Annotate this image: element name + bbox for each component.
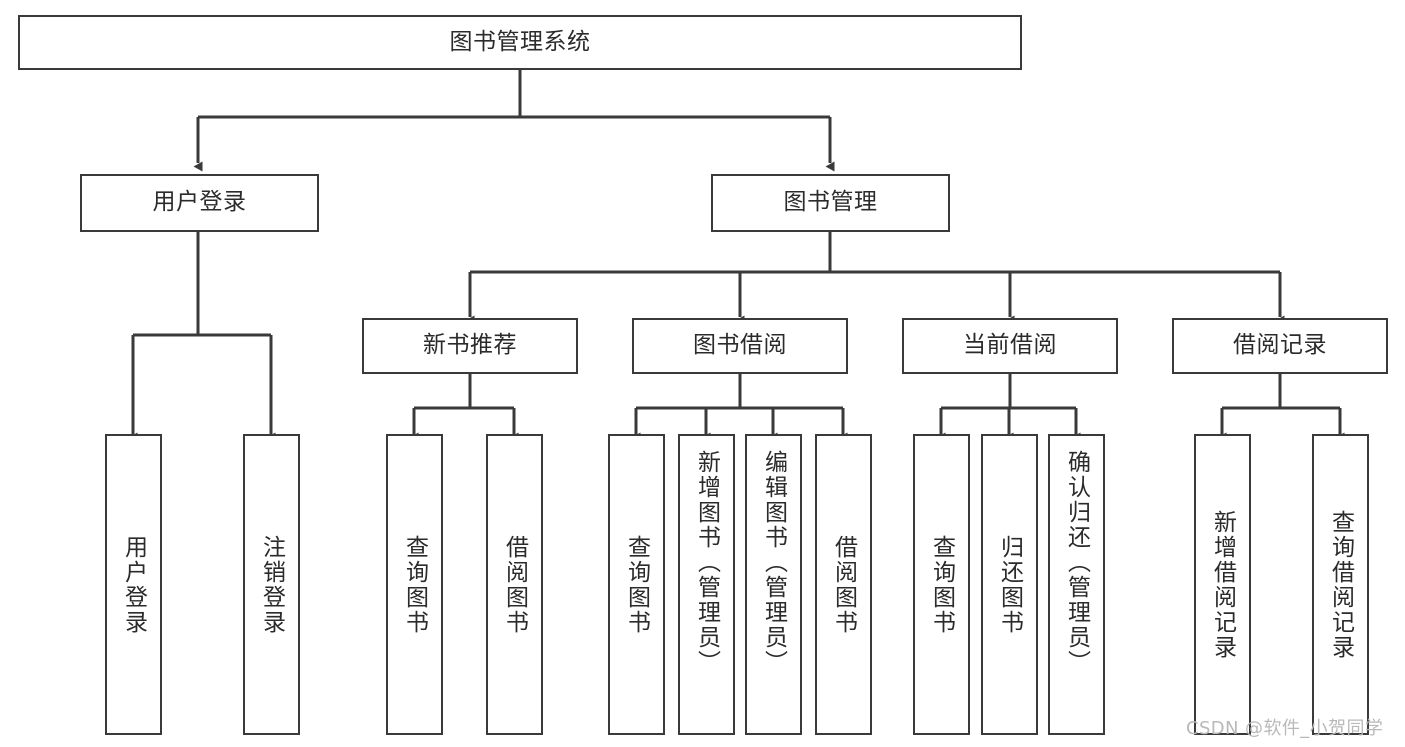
node-new-book-recommend[interactable]: 新书推荐	[362, 318, 578, 374]
leaf-label: 新增借阅记录	[1209, 509, 1236, 660]
leaf-label: 查询图书	[623, 534, 650, 635]
leaf-query-book-current[interactable]: 查询图书	[913, 434, 970, 735]
leaf-label: 借阅图书	[830, 534, 857, 635]
leaf-label: 新增图书（管理员）	[693, 450, 720, 675]
leaf-borrow-book-recommend[interactable]: 借阅图书	[486, 434, 543, 735]
leaf-label: 归还图书	[996, 534, 1023, 635]
leaf-add-borrow-record[interactable]: 新增借阅记录	[1194, 434, 1251, 735]
leaf-label: 注销登录	[258, 534, 285, 635]
node-root-system[interactable]: 图书管理系统	[18, 15, 1022, 70]
node-label: 图书借阅	[693, 332, 787, 359]
leaf-label: 查询图书	[401, 534, 428, 635]
leaf-borrow-book[interactable]: 借阅图书	[815, 434, 872, 735]
leaf-user-login[interactable]: 用户登录	[105, 434, 162, 735]
node-label: 图书管理系统	[449, 28, 591, 55]
leaf-label: 编辑图书（管理员）	[760, 450, 787, 675]
leaf-return-book[interactable]: 归还图书	[981, 434, 1038, 735]
node-label: 借阅记录	[1233, 332, 1327, 359]
node-book-borrow[interactable]: 图书借阅	[632, 318, 848, 374]
node-label: 图书管理	[783, 189, 878, 216]
leaf-label: 查询图书	[928, 534, 955, 635]
leaf-query-borrow-record[interactable]: 查询借阅记录	[1312, 434, 1369, 735]
leaf-query-book-borrow[interactable]: 查询图书	[608, 434, 665, 735]
node-current-borrow[interactable]: 当前借阅	[902, 318, 1118, 374]
leaf-label: 用户登录	[120, 534, 147, 635]
leaf-label: 借阅图书	[501, 534, 528, 635]
node-book-management[interactable]: 图书管理	[711, 174, 950, 232]
node-borrow-record[interactable]: 借阅记录	[1172, 318, 1388, 374]
leaf-label: 查询借阅记录	[1327, 509, 1354, 660]
csdn-watermark: CSDN @软件_小贺同学	[1186, 718, 1384, 739]
leaf-logout-login[interactable]: 注销登录	[243, 434, 300, 735]
leaf-confirm-return-admin[interactable]: 确认归还（管理员）	[1048, 434, 1105, 735]
node-label: 新书推荐	[423, 332, 517, 359]
leaf-query-book-recommend[interactable]: 查询图书	[386, 434, 443, 735]
node-label: 当前借阅	[963, 332, 1057, 359]
node-label: 用户登录	[152, 189, 247, 216]
leaf-add-book-admin[interactable]: 新增图书（管理员）	[678, 434, 735, 735]
leaf-label: 确认归还（管理员）	[1063, 450, 1090, 675]
node-user-login[interactable]: 用户登录	[80, 174, 319, 232]
leaf-edit-book-admin[interactable]: 编辑图书（管理员）	[745, 434, 802, 735]
